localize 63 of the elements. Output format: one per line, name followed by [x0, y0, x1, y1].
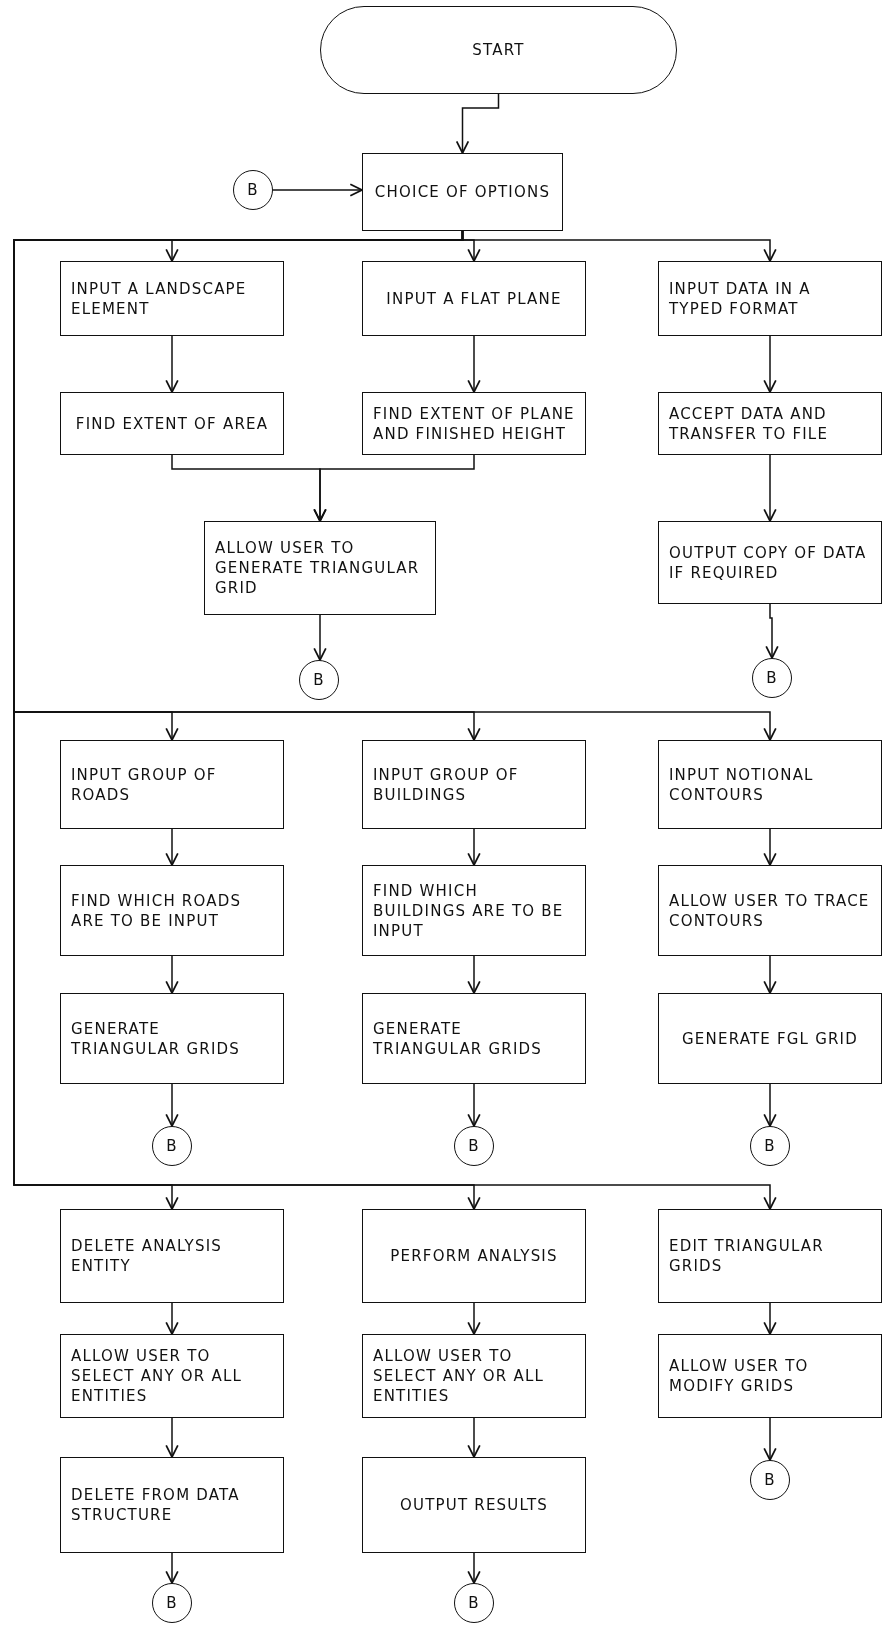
- flow-arrow: [763, 1302, 777, 1335]
- process-box: FIND WHICH BUILDINGS ARE TO BE INPUT: [362, 865, 586, 956]
- process-box: ALLOW USER TO SELECT ANY OR ALL ENTITIES: [362, 1334, 586, 1418]
- process-box: PERFORM ANALYSIS: [362, 1209, 586, 1303]
- connector-circle: B: [454, 1583, 494, 1623]
- flow-arrow: [763, 955, 777, 994]
- process-box: FIND EXTENT OF PLANE AND FINISHED HEIGHT: [362, 392, 586, 455]
- flow-arrow: [165, 1083, 179, 1127]
- flow-arrow: [313, 454, 475, 522]
- process-box: INPUT A FLAT PLANE: [362, 261, 586, 336]
- flow-arrow: [313, 614, 327, 661]
- process-box: INPUT GROUP OF BUILDINGS: [362, 740, 586, 829]
- flow-arrow: [467, 955, 481, 994]
- process-box: DELETE ANALYSIS ENTITY: [60, 1209, 284, 1303]
- flow-arrow: [165, 828, 179, 866]
- flow-arrow: [467, 335, 481, 393]
- process-box: ALLOW USER TO MODIFY GRIDS: [658, 1334, 882, 1418]
- process-box: EDIT TRIANGULAR GRIDS: [658, 1209, 882, 1303]
- process-box: GENERATE TRIANGULAR GRIDS: [362, 993, 586, 1084]
- connector-circle: B: [752, 658, 792, 698]
- process-box: INPUT A LANDSCAPE ELEMENT: [60, 261, 284, 336]
- connector-circle: B: [299, 660, 339, 700]
- flow-arrow: [165, 955, 179, 994]
- process-box: ACCEPT DATA AND TRANSFER TO FILE: [658, 392, 882, 455]
- flow-arrow: [165, 1552, 179, 1584]
- process-box: INPUT GROUP OF ROADS: [60, 740, 284, 829]
- connector-circle: B: [750, 1126, 790, 1166]
- flow-arrow: [467, 828, 481, 866]
- flow-arrow: [467, 1302, 481, 1335]
- connector-circle: B: [152, 1126, 192, 1166]
- flow-arrow: [467, 1083, 481, 1127]
- flow-arrow: [467, 1417, 481, 1458]
- connector-circle: B: [152, 1583, 192, 1623]
- terminal-shape: START: [320, 6, 677, 94]
- process-box: CHOICE OF OPTIONS: [362, 153, 563, 231]
- flow-arrow: [763, 1417, 777, 1461]
- process-box: OUTPUT COPY OF DATA IF REQUIRED: [658, 521, 882, 604]
- process-box: INPUT NOTIONAL CONTOURS: [658, 740, 882, 829]
- process-box: OUTPUT RESULTS: [362, 1457, 586, 1553]
- flow-arrow: [763, 454, 777, 522]
- process-box: ALLOW USER TO TRACE CONTOURS: [658, 865, 882, 956]
- process-box: ALLOW USER TO GENERATE TRIANGULAR GRID: [204, 521, 436, 615]
- process-box: DELETE FROM DATA STRUCTURE: [60, 1457, 284, 1553]
- flow-arrow: [765, 603, 779, 659]
- flow-arrow: [165, 1417, 179, 1458]
- process-box: ALLOW USER TO SELECT ANY OR ALL ENTITIES: [60, 1334, 284, 1418]
- flow-arrow: [455, 93, 500, 154]
- connector-circle: B: [454, 1126, 494, 1166]
- flow-arrow: [165, 1302, 179, 1335]
- process-box: GENERATE TRIANGULAR GRIDS: [60, 993, 284, 1084]
- connector-circle: B: [750, 1460, 790, 1500]
- flow-arrow: [763, 335, 777, 393]
- process-box: FIND EXTENT OF AREA: [60, 392, 284, 455]
- process-box: INPUT DATA IN A TYPED FORMAT: [658, 261, 882, 336]
- flow-arrow: [165, 335, 179, 393]
- process-box: FIND WHICH ROADS ARE TO BE INPUT: [60, 865, 284, 956]
- flow-arrow: [13, 230, 777, 1210]
- flow-arrow: [763, 1083, 777, 1127]
- process-box: GENERATE FGL GRID: [658, 993, 882, 1084]
- flow-arrow: [763, 828, 777, 866]
- connector-circle: B: [233, 170, 273, 210]
- flow-arrow: [272, 183, 363, 197]
- flow-arrow: [467, 1552, 481, 1584]
